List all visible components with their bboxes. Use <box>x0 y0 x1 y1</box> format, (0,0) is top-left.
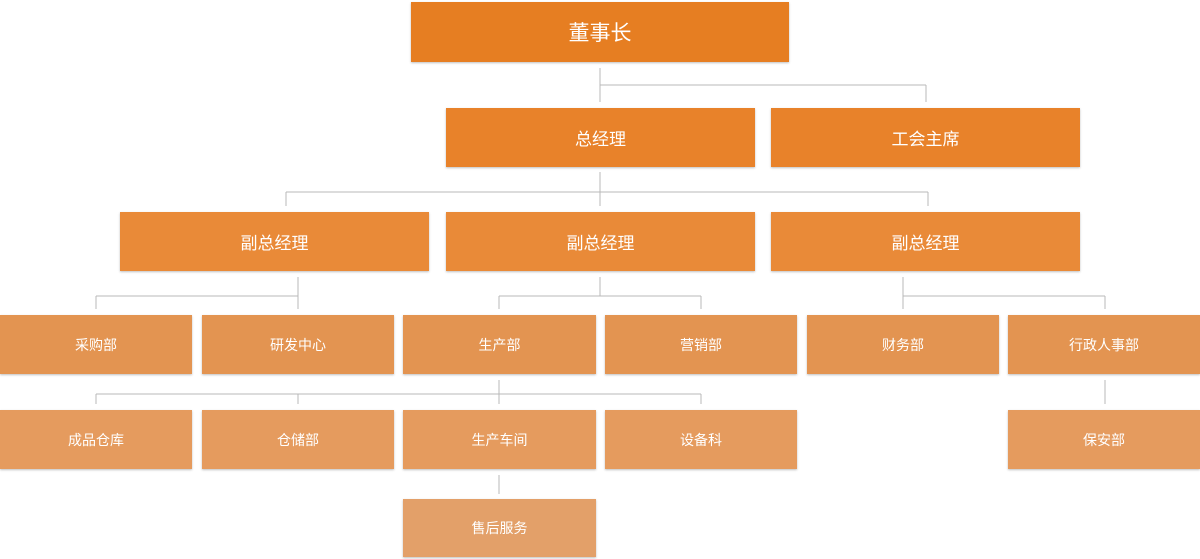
after-sales-node: 售后服务 <box>403 499 596 557</box>
marketing-dept-label: 营销部 <box>680 337 722 354</box>
equipment-section-label: 设备科 <box>680 432 722 449</box>
chairman-node: 董事长 <box>411 2 789 62</box>
storage-dept-node: 仓储部 <box>202 410 394 469</box>
general-manager-node: 总经理 <box>446 108 755 167</box>
finished-goods-warehouse-label: 成品仓库 <box>68 432 124 449</box>
finished-goods-warehouse-node: 成品仓库 <box>0 410 192 469</box>
union-chairman-node: 工会主席 <box>771 108 1080 167</box>
purchasing-dept-node: 采购部 <box>0 315 192 374</box>
purchasing-dept-label: 采购部 <box>75 337 117 354</box>
admin-hr-dept-node: 行政人事部 <box>1008 315 1200 374</box>
union-chairman-label: 工会主席 <box>891 130 960 150</box>
finance-dept-label: 财务部 <box>882 337 924 354</box>
deputy-gm-node-1: 副总经理 <box>120 212 429 271</box>
general-manager-label: 总经理 <box>575 130 626 150</box>
workshop-label: 生产车间 <box>471 432 528 449</box>
rd-center-node: 研发中心 <box>202 315 394 374</box>
finance-dept-node: 财务部 <box>807 315 999 374</box>
deputy-gm-label: 副总经理 <box>240 234 309 254</box>
equipment-section-node: 设备科 <box>605 410 797 469</box>
workshop-node: 生产车间 <box>403 410 596 469</box>
deputy-gm-node-3: 副总经理 <box>771 212 1080 271</box>
after-sales-label: 售后服务 <box>471 521 528 537</box>
deputy-gm-label: 副总经理 <box>891 234 960 254</box>
marketing-dept-node: 营销部 <box>605 315 797 374</box>
chairman-label: 董事长 <box>568 21 632 45</box>
deputy-gm-label: 副总经理 <box>566 234 635 254</box>
production-dept-label: 生产部 <box>478 337 521 354</box>
security-dept-label: 保安部 <box>1083 432 1125 449</box>
admin-hr-dept-label: 行政人事部 <box>1069 337 1139 354</box>
deputy-gm-node-2: 副总经理 <box>446 212 755 271</box>
storage-dept-label: 仓储部 <box>277 432 319 449</box>
security-dept-node: 保安部 <box>1008 410 1200 469</box>
rd-center-label: 研发中心 <box>270 337 326 354</box>
production-dept-node: 生产部 <box>403 315 596 374</box>
